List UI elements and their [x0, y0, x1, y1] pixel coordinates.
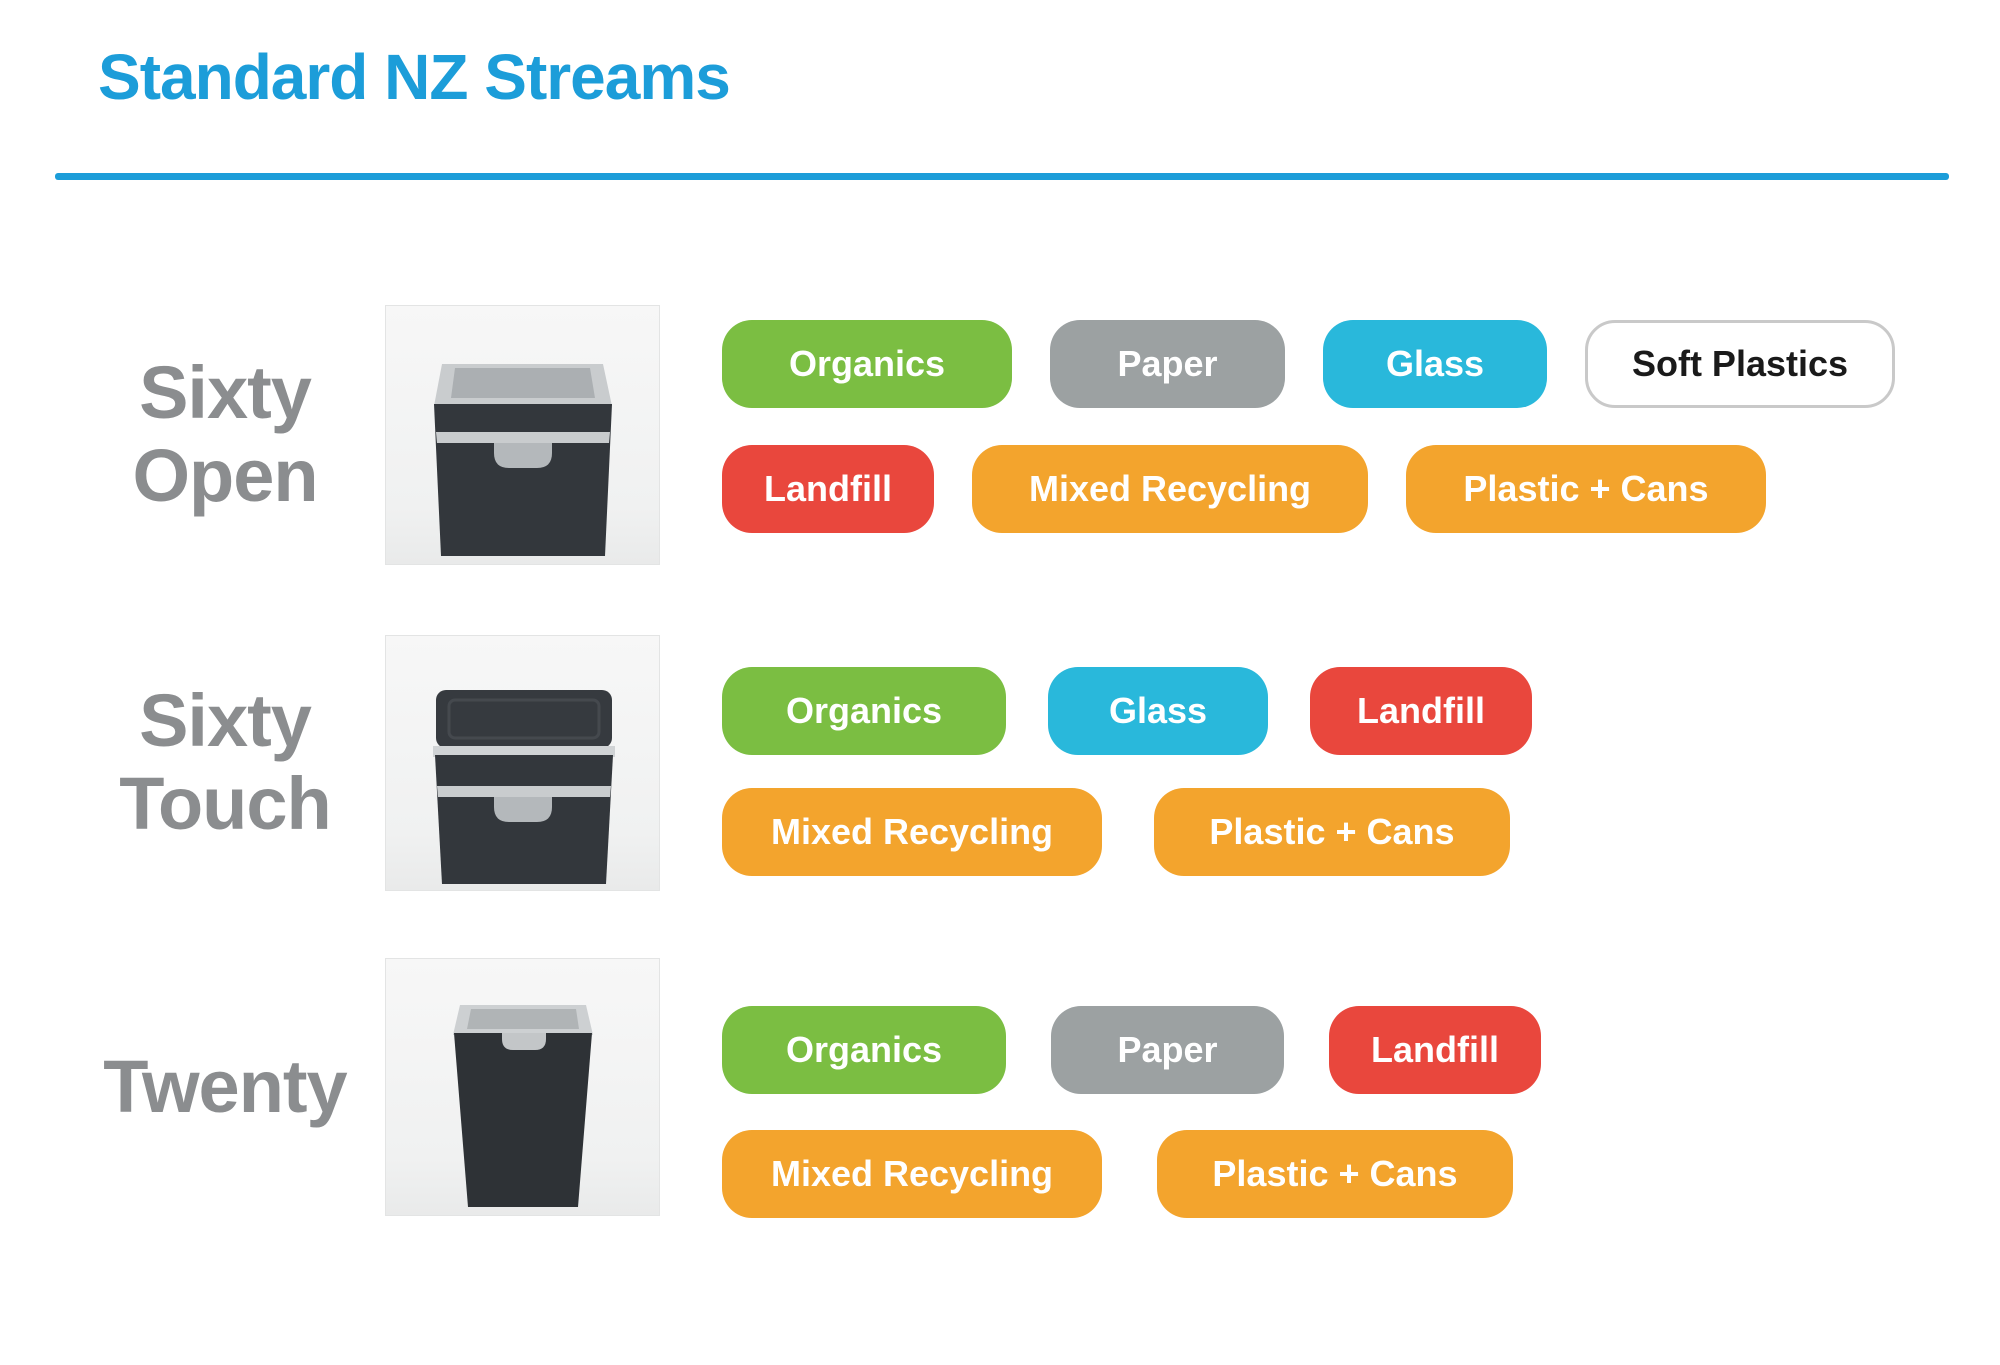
- stream-badges-line2: Mixed Recycling Plastic + Cans: [722, 788, 1510, 876]
- bin-photo-tile: [385, 635, 660, 891]
- product-name-line2: Touch: [119, 762, 331, 845]
- row-sixty-touch: Sixty Touch Organics Glass Landfill Mixe…: [0, 635, 2000, 891]
- stream-badge-glass: Glass: [1048, 667, 1268, 755]
- stream-badges-line1: Organics Glass Landfill: [722, 667, 1532, 755]
- product-name-line1: Sixty: [139, 679, 312, 763]
- stream-badge-paper: Paper: [1050, 320, 1285, 408]
- product-name-line1: Twenty: [103, 1044, 347, 1128]
- product-name-line1: Sixty: [139, 351, 312, 435]
- bin-photo-tile: [385, 958, 660, 1216]
- stream-badge-organics: Organics: [722, 667, 1006, 755]
- open-top-bin-icon: [434, 364, 612, 556]
- row-twenty: Twenty Organics Paper Landfill Mixed Rec…: [0, 958, 2000, 1218]
- product-name-twenty: Twenty: [55, 958, 395, 1216]
- stream-badge-mixed-recycling: Mixed Recycling: [722, 1130, 1102, 1218]
- stream-badge-mixed-recycling: Mixed Recycling: [722, 788, 1102, 876]
- stream-badge-plastic-cans: Plastic + Cans: [1406, 445, 1766, 533]
- stream-badge-plastic-cans: Plastic + Cans: [1157, 1130, 1513, 1218]
- row-sixty-open: Sixty Open Organics Paper Glass Soft Pla…: [0, 305, 2000, 565]
- bin-photo-tile: [385, 305, 660, 565]
- stream-badge-glass: Glass: [1323, 320, 1547, 408]
- stream-badge-landfill: Landfill: [1329, 1006, 1541, 1094]
- stream-badge-plastic-cans: Plastic + Cans: [1154, 788, 1510, 876]
- product-name-sixty-touch: Sixty Touch: [55, 635, 395, 891]
- page-title: Standard NZ Streams: [98, 41, 731, 113]
- product-name-sixty-open: Sixty Open: [55, 305, 395, 565]
- stream-badge-organics: Organics: [722, 1006, 1006, 1094]
- stream-badges-line1: Organics Paper Landfill: [722, 1006, 1541, 1094]
- stream-badge-soft-plastics: Soft Plastics: [1585, 320, 1895, 408]
- stream-badge-paper: Paper: [1051, 1006, 1284, 1094]
- stream-badge-landfill: Landfill: [1310, 667, 1532, 755]
- stream-badge-landfill: Landfill: [722, 445, 934, 533]
- small-open-bin-icon: [453, 1005, 593, 1207]
- touch-lid-bin-icon: [433, 690, 615, 884]
- product-name-line2: Open: [132, 434, 318, 517]
- stream-badges-line2: Mixed Recycling Plastic + Cans: [722, 1130, 1513, 1218]
- stream-badge-mixed-recycling: Mixed Recycling: [972, 445, 1368, 533]
- stream-badge-organics: Organics: [722, 320, 1012, 408]
- stream-badges-line1: Organics Paper Glass Soft Plastics: [722, 320, 1895, 408]
- title-divider: [55, 173, 1949, 180]
- stream-badges-line2: Landfill Mixed Recycling Plastic + Cans: [722, 445, 1766, 533]
